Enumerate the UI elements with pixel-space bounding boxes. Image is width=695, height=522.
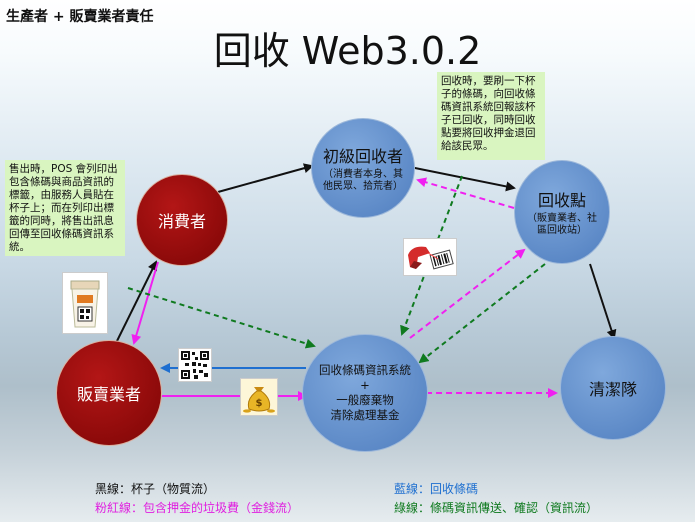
page-title: 回收 Web3.0.2 bbox=[213, 29, 482, 73]
node-cleaning-team-label: 清潔隊 bbox=[588, 380, 637, 399]
node-recycle-point-title: 回收點 bbox=[537, 191, 586, 210]
arrow-point-to-collector-money bbox=[416, 177, 515, 209]
node-primary-collector: 初級回收者 （消費者本身、其他民眾、拾荒者） bbox=[311, 118, 415, 218]
node-cleaning-team: 清潔隊 bbox=[560, 336, 666, 440]
legend-pink-line: 粉紅線：包含押金的垃圾費（金錢流） bbox=[95, 501, 300, 515]
scanner-icon bbox=[403, 238, 457, 276]
arrow-point-to-cleaning bbox=[589, 263, 617, 340]
legend-green-line: 綠線：條碼資訊傳送、確認（資訊流） bbox=[394, 501, 599, 515]
money-bag-icon: $ bbox=[240, 378, 278, 416]
node-primary-collector-sub: （消費者本身、其他民眾、拾荒者） bbox=[323, 169, 403, 192]
node-consumer-label: 消費者 bbox=[157, 212, 206, 231]
node-system-line2: + bbox=[360, 378, 370, 392]
node-seller-label: 販賣業者 bbox=[76, 385, 141, 404]
legend-black-line: 黑線：杯子（物質流） bbox=[95, 482, 216, 496]
arrow-seller-to-consumer bbox=[115, 260, 157, 344]
top-label: 生產者 + 販賣業者責任 bbox=[6, 9, 154, 25]
note-recycle-procedure: 回收時，要刷一下杯子的條碼，向回收條碼資訊系統回報該杯子已回收，同時回收點要將回… bbox=[437, 72, 545, 160]
node-barcode-system: 回收條碼資訊系統 + 一般廢棄物 清除處理基金 bbox=[302, 334, 428, 452]
arrow-consumer-to-collector bbox=[217, 163, 314, 193]
node-system-line3: 一般廢棄物 bbox=[336, 393, 394, 407]
legend-blue-line: 藍線：回收條碼 bbox=[394, 482, 479, 496]
node-system-line4: 清除處理基金 bbox=[330, 408, 400, 422]
note-sale-procedure: 售出時，POS 會列印出包含條碼與商品資訊的標籤，由服務人員貼在杯子上；而在列印… bbox=[5, 160, 125, 256]
arrow-consumer-to-system-info bbox=[127, 287, 316, 349]
arrow-system-to-point-money bbox=[409, 248, 526, 339]
arrow-point-to-system-info bbox=[418, 263, 546, 364]
arrow-consumer-to-seller-money bbox=[131, 261, 159, 345]
node-consumer: 消費者 bbox=[136, 174, 228, 266]
node-primary-collector-title: 初級回收者 bbox=[322, 147, 403, 166]
node-seller: 販賣業者 bbox=[56, 340, 162, 446]
svg-text:$: $ bbox=[256, 398, 263, 409]
node-recycle-point-sub: （販賣業者、社區回收站） bbox=[527, 213, 597, 236]
node-system-line1: 回收條碼資訊系統 bbox=[319, 363, 411, 377]
node-recycle-point: 回收點 （販賣業者、社區回收站） bbox=[514, 160, 610, 264]
qr-code-icon bbox=[178, 348, 212, 382]
cup-icon bbox=[62, 272, 108, 334]
